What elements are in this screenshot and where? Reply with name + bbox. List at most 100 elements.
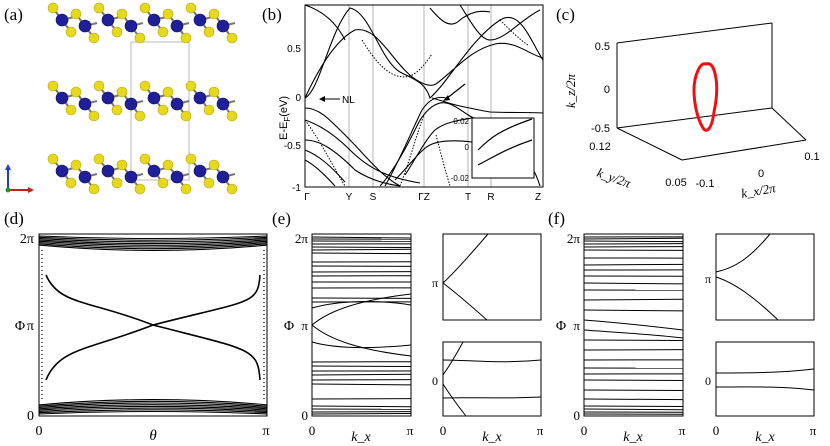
kpoint-Z: Z	[535, 192, 541, 203]
metal-atom	[56, 165, 68, 177]
sulfur-atom	[186, 81, 196, 91]
ytick-0: 0	[295, 93, 301, 104]
kx-tick-neg0.1: -0.1	[696, 178, 715, 190]
wilson-band	[584, 409, 683, 410]
kz-tick-neg0.5: -0.5	[591, 123, 610, 135]
metal-atom	[102, 92, 114, 104]
e-xtick-0: 0	[309, 423, 316, 438]
e-xtick-pi: π	[407, 423, 414, 438]
wilson-d-curves: Φ	[15, 236, 267, 414]
e-inset-xlabel: k_x	[482, 430, 502, 445]
panel-a-label: (a)	[4, 5, 23, 24]
e-inset-bot-curve3	[443, 360, 541, 362]
d-xtick-pi: π	[262, 424, 269, 439]
metal-atom	[194, 14, 206, 26]
e-inset-xtick-0: 0	[440, 423, 447, 438]
sulfur-atom	[89, 33, 99, 43]
sulfur-atom	[158, 105, 168, 115]
band-line	[305, 160, 335, 186]
sulfur-atom	[140, 3, 150, 13]
f-inset-xlabel: k_x	[755, 430, 775, 445]
d-ytick-pi: π	[27, 319, 34, 334]
kpoint-S: S	[370, 192, 377, 203]
e-ylabel: Φ	[284, 319, 294, 334]
inset-ytick-0: 0	[465, 143, 470, 152]
sulfur-atom	[204, 105, 214, 115]
sulfur-atom	[181, 111, 191, 121]
e-inset-bot-curve4	[443, 397, 541, 398]
band-line	[305, 5, 345, 40]
kx-tick-0: 0	[758, 168, 764, 180]
f-xtick-0: 0	[581, 423, 588, 438]
f-ytick-2pi: 2π	[567, 231, 581, 246]
kpoint-R: R	[487, 192, 494, 203]
band-ylabel: E-EF(eV)	[278, 96, 292, 140]
sulfur-atom	[209, 160, 219, 170]
kx-label: k_x/2π	[740, 180, 777, 201]
wilson-band	[584, 238, 683, 239]
sulfur-atom	[140, 154, 150, 164]
metal-atom	[79, 98, 91, 110]
sulfur-atom	[66, 105, 76, 115]
sulfur-atom	[112, 105, 122, 115]
f-xlabel: k_x	[623, 430, 643, 445]
metal-atom	[79, 20, 91, 32]
kz-tick-0.5: 0.5	[595, 41, 610, 53]
d-xlabel: θ	[149, 428, 157, 444]
f-inset-bot-frame	[716, 342, 814, 416]
kz-tick-0: 0	[604, 84, 610, 96]
sulfur-atom	[163, 87, 173, 97]
kpoint-Y: Y	[346, 192, 353, 203]
wilson-band	[584, 399, 683, 400]
sulfur-atom	[209, 87, 219, 97]
sulfur-atom	[48, 3, 58, 13]
metal-atom	[171, 20, 183, 32]
wilson-band	[584, 299, 683, 300]
sulfur-atom	[227, 33, 237, 43]
ky-tick-0.05: 0.05	[665, 177, 686, 189]
nodal-loop	[694, 64, 717, 131]
3d-box	[617, 23, 806, 160]
sulfur-atom	[204, 27, 214, 37]
panel-f-label: (f)	[548, 209, 565, 228]
f-inset-xtick-0: 0	[713, 423, 720, 438]
metal-atom	[56, 14, 68, 26]
metal-atom	[102, 14, 114, 26]
wilson-f-frame	[584, 234, 683, 416]
f-inset-top-curve2	[716, 277, 778, 320]
e-inset-top-curve2	[443, 283, 487, 320]
nl-arrowhead	[319, 96, 325, 102]
panel-e: (e) 2π π 0 Φ 0 π k_x π 0 0 π k_x	[272, 209, 544, 445]
e-inset-top-frame	[443, 234, 541, 320]
kz-label: k_z/2π	[563, 74, 578, 108]
metal-atom	[102, 165, 114, 177]
band-dotted	[362, 40, 432, 77]
d-ytick-2pi: 2π	[20, 232, 34, 247]
sulfur-atom	[186, 154, 196, 164]
sulfur-atom	[48, 81, 58, 91]
wilson-band	[312, 406, 411, 407]
axis-triad-icon	[5, 164, 34, 193]
metal-atom	[217, 20, 229, 32]
kpoint-gammaZ: ΓZ	[418, 192, 430, 203]
sulfur-atom	[163, 160, 173, 170]
sulfur-atom	[117, 160, 127, 170]
sulfur-atom	[117, 87, 127, 97]
panel-a: (a)	[4, 3, 237, 194]
panel-c: (c) 0.5 0 -0.5 k_z/2π 0.12 0.05 -0.1 0 0…	[556, 5, 820, 201]
metal-atom	[148, 14, 160, 26]
wilson-band	[584, 310, 683, 311]
f-ytick-0: 0	[574, 408, 581, 423]
panel-e-label: (e)	[272, 209, 291, 228]
crossing-arrow	[446, 84, 465, 99]
sulfur-atom	[227, 111, 237, 121]
e-inset-xtick-pi: π	[537, 423, 544, 438]
wilson-band	[584, 241, 683, 242]
sulfur-atom	[66, 27, 76, 37]
e-xlabel: k_x	[351, 430, 371, 445]
metal-atom	[217, 171, 229, 183]
nodal-line-label: NL	[342, 95, 355, 106]
wilson-band	[584, 380, 683, 381]
wilson-band	[584, 320, 683, 330]
